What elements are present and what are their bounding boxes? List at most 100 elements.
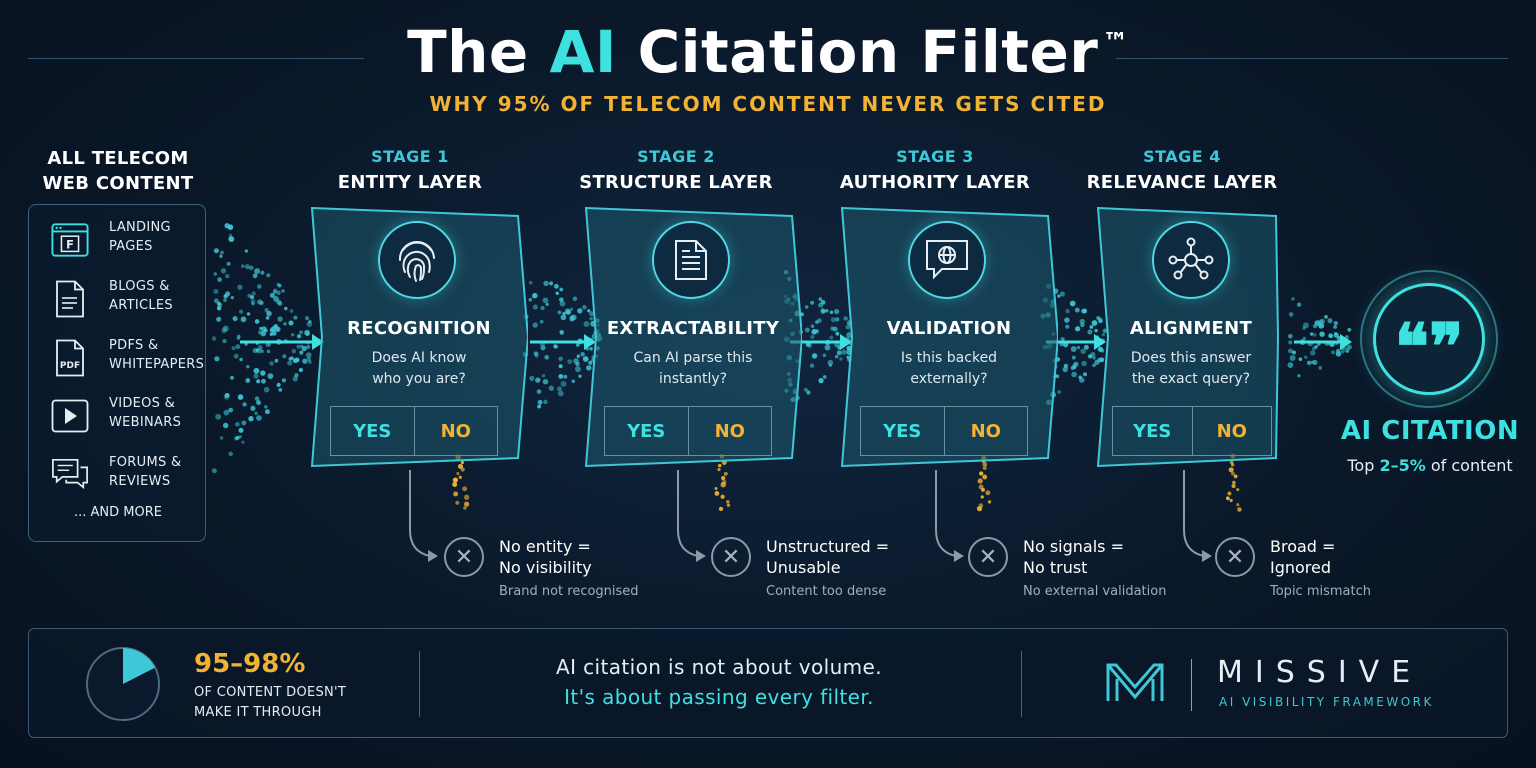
rejection-heading: Unusable xyxy=(766,558,841,577)
particle xyxy=(570,314,577,321)
particle xyxy=(460,460,464,465)
source-label: WEBINARS xyxy=(109,415,182,430)
particle xyxy=(1346,344,1352,350)
particle xyxy=(1304,355,1308,359)
sources-more: ... AND MORE xyxy=(74,505,162,520)
particle xyxy=(255,399,261,405)
particle xyxy=(827,359,834,366)
particle xyxy=(219,436,224,440)
particle xyxy=(843,316,848,321)
stage-question-line: externally? xyxy=(910,371,988,387)
particle xyxy=(536,389,542,394)
pass-rate-pie xyxy=(86,647,160,721)
citation-subtitle-text: of content xyxy=(1425,456,1513,475)
particle xyxy=(835,317,840,322)
footer-message-accent: It's about passing every filter. xyxy=(564,685,874,709)
particle xyxy=(254,411,258,416)
pdf-icon: PDF xyxy=(51,339,89,377)
reject-arrow-icon xyxy=(1202,550,1212,562)
particle xyxy=(1335,348,1341,354)
particle xyxy=(261,378,266,384)
stage-question-line: Is this backed xyxy=(900,350,998,366)
particle xyxy=(306,344,311,349)
particle xyxy=(1229,498,1233,503)
particle xyxy=(256,299,263,305)
particle xyxy=(228,407,234,413)
particle xyxy=(541,374,546,378)
rejection-note: Topic mismatch xyxy=(1270,584,1371,599)
particle xyxy=(829,310,834,314)
particle xyxy=(580,352,585,357)
reject-arrow-icon xyxy=(428,550,438,562)
stage-question-line: Does this answer xyxy=(1130,350,1252,366)
browser-page-icon: F xyxy=(51,221,89,259)
sources-heading-line: ALL TELECOM xyxy=(47,148,189,169)
particle xyxy=(830,317,837,323)
particle xyxy=(1060,337,1065,341)
arrow-right-icon xyxy=(1294,334,1352,350)
particle xyxy=(1059,291,1066,297)
particle xyxy=(242,402,247,407)
particle xyxy=(224,392,230,398)
particle xyxy=(248,265,254,271)
particle xyxy=(1329,334,1333,339)
stage-label: ALIGNMENT xyxy=(1129,318,1253,339)
particle xyxy=(835,355,839,359)
particle xyxy=(253,373,259,379)
particle xyxy=(543,280,549,287)
particle xyxy=(253,367,260,374)
particle xyxy=(717,463,722,468)
particle xyxy=(228,233,233,238)
particle xyxy=(1345,349,1350,353)
yes-option: YES xyxy=(331,407,415,455)
particle xyxy=(835,331,840,336)
particle xyxy=(290,356,294,360)
particle xyxy=(985,490,991,496)
particle xyxy=(250,405,256,411)
particle xyxy=(230,295,234,300)
particle xyxy=(256,400,262,406)
particle xyxy=(276,290,281,296)
trademark: ™ xyxy=(1102,28,1129,58)
particle xyxy=(1230,471,1235,476)
particle xyxy=(553,283,559,289)
particle xyxy=(533,351,539,357)
particle xyxy=(239,309,244,314)
particle xyxy=(1236,488,1240,492)
particle xyxy=(559,287,564,292)
particle xyxy=(244,249,249,253)
particle xyxy=(1302,336,1307,341)
title-accent: AI xyxy=(549,18,617,86)
citation-subtitle: Top 2–5% of content xyxy=(1320,456,1536,475)
particle xyxy=(236,336,240,341)
particle xyxy=(721,475,726,481)
particle xyxy=(267,373,274,379)
source-label: PDFS & xyxy=(109,338,159,353)
particle xyxy=(559,297,564,302)
particle xyxy=(556,386,563,392)
stage-number: STAGE 1 xyxy=(371,147,449,166)
particle xyxy=(574,366,581,373)
particle xyxy=(235,422,240,427)
particle xyxy=(257,284,262,289)
particle xyxy=(720,494,725,499)
particle xyxy=(1090,351,1096,358)
particle xyxy=(228,236,235,243)
particle xyxy=(240,264,245,268)
particle xyxy=(1347,327,1352,332)
network-hub-icon xyxy=(1152,221,1230,299)
particle xyxy=(264,308,269,313)
particle xyxy=(269,361,274,366)
particle xyxy=(1065,324,1070,329)
particle xyxy=(463,501,470,507)
particle xyxy=(829,335,834,340)
particle xyxy=(726,503,731,507)
rejection-heading: Ignored xyxy=(1270,558,1332,577)
particle xyxy=(254,268,261,275)
particle xyxy=(264,405,268,409)
